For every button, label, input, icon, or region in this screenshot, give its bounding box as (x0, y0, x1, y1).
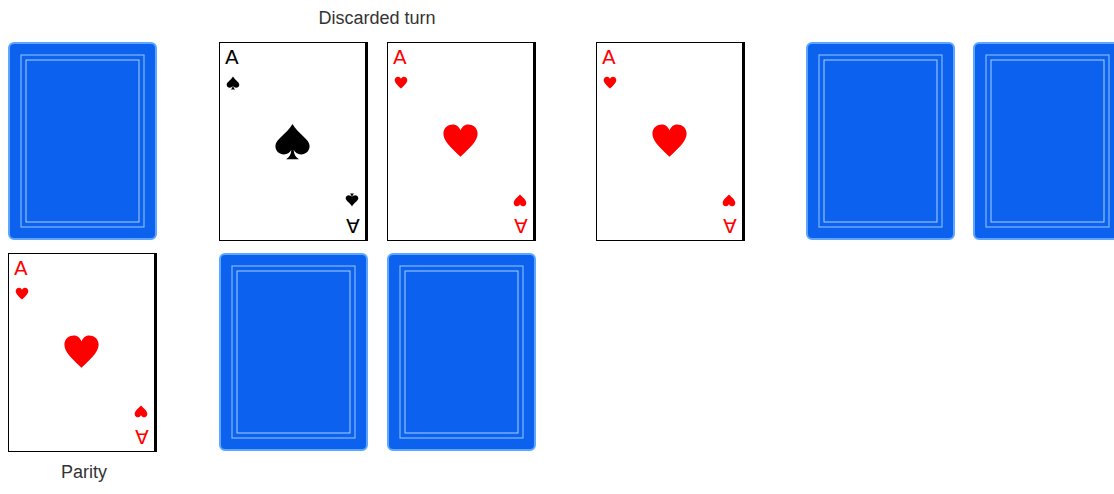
card-back (388, 254, 535, 450)
playing-card: AA (596, 42, 745, 241)
suit-pip (135, 405, 148, 417)
suit-pip (275, 124, 309, 159)
suit-pip (395, 77, 408, 89)
suit-pip (652, 124, 686, 156)
card-rank: A (14, 258, 28, 278)
playing-card: AA (387, 42, 536, 241)
playing-card: AA (219, 42, 368, 241)
card-rank: A (135, 427, 149, 447)
suit-pip (227, 77, 240, 90)
card-face (220, 43, 365, 240)
card-rank: A (723, 216, 737, 236)
suit-pip (723, 194, 736, 206)
card-rank: A (346, 216, 360, 236)
suit-pip (443, 124, 477, 156)
suit-pip (64, 335, 98, 367)
card-rank: A (225, 47, 239, 67)
suit-pip (604, 77, 617, 89)
caption-label: Parity (61, 462, 107, 483)
card-back (807, 43, 954, 239)
card-face (597, 43, 742, 240)
playing-card: AA (8, 253, 157, 452)
card-rank: A (602, 47, 616, 67)
card-back (9, 43, 156, 239)
suit-pip (514, 194, 527, 206)
card-face (9, 254, 154, 451)
card-rank: A (393, 47, 407, 67)
card-rank: A (514, 216, 528, 236)
card-back (220, 254, 367, 450)
suit-pip (16, 288, 29, 300)
caption-label: Discarded turn (318, 8, 435, 29)
card-back (974, 43, 1114, 239)
suit-pip (346, 193, 359, 206)
card-face (388, 43, 533, 240)
